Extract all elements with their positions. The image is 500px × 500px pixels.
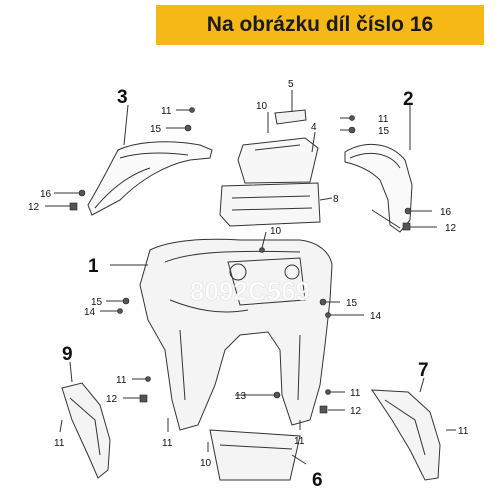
callout-11-lower-right: 12	[350, 406, 362, 417]
callout-6: 6	[312, 470, 323, 491]
part-9-left-lower-panel	[61, 382, 111, 479]
callout-2: 2	[403, 89, 414, 110]
clip-16-right	[404, 207, 412, 215]
clip-11-left	[69, 202, 78, 211]
nut-15-mid-right	[319, 298, 327, 306]
screw-14-mid-right	[325, 312, 331, 318]
screw-12-top-right	[349, 115, 355, 121]
clip-11-right	[402, 222, 411, 231]
screw-12-lower-left	[145, 376, 151, 382]
nut-15-top-right	[348, 126, 356, 134]
callout-11-right: 12	[445, 223, 457, 234]
part-7-right-lower-panel	[371, 389, 441, 481]
part-1-front-shield	[139, 238, 333, 431]
banner-title: Na obrázku díl číslo 16	[206, 13, 434, 36]
part-3-left-cover	[87, 141, 213, 216]
callout-12-lower-left: 11	[116, 375, 127, 386]
callout-8: 8	[333, 194, 339, 205]
callout-15-top-right: 15	[378, 126, 390, 137]
screw-10-center	[259, 247, 265, 253]
part-4-cover	[237, 137, 319, 184]
callout-15-top-left: 15	[150, 124, 162, 135]
nut-15-top-left	[184, 124, 192, 132]
callout-5: 5	[288, 79, 294, 90]
callout-1: 1	[88, 256, 99, 277]
watermark-text: 8092C569	[190, 276, 310, 306]
callout-4: 4	[311, 122, 317, 133]
callout-12-top-left: 11	[161, 106, 172, 117]
callout-12-panel-9: 11	[54, 438, 65, 449]
callout-11-left: 12	[28, 202, 40, 213]
callout-14-mid-left: 14	[84, 307, 96, 318]
screw-14-mid-left	[117, 308, 123, 314]
callout-10-bottom: 10	[200, 458, 212, 469]
callout-12-panel-7: 11	[458, 426, 469, 437]
clip-16-left	[78, 189, 86, 197]
callout-3: 3	[117, 87, 128, 108]
callout-12-top-right: 11	[378, 114, 389, 125]
screw-12-top-left	[189, 107, 195, 113]
callout-11-lower-left: 12	[106, 394, 118, 405]
part-5-lid	[274, 109, 307, 125]
bolt-13	[273, 391, 281, 399]
callout-15-mid-right: 15	[346, 298, 358, 309]
part-2-right-cover	[344, 143, 413, 233]
clip-11-lower-right	[319, 405, 328, 414]
callout-16-right: 16	[440, 207, 452, 218]
callout-16-left: 16	[40, 189, 52, 200]
title-banner: Na obrázku díl číslo 16	[156, 5, 484, 45]
callout-14-mid-right: 14	[370, 311, 382, 322]
screw-12-lower-right	[325, 389, 331, 395]
part-8-box	[219, 182, 321, 227]
callout-7: 7	[418, 360, 429, 381]
callout-12-shield-right: 11	[294, 436, 305, 447]
callout-9: 9	[62, 344, 73, 365]
callout-13: 13	[235, 391, 247, 402]
callout-10-center: 10	[270, 226, 282, 237]
callout-15-mid-left: 15	[91, 297, 103, 308]
clip-11-lower-left	[139, 394, 148, 403]
callout-12-shield-left: 11	[162, 438, 173, 449]
callout-10-top: 10	[256, 101, 268, 112]
callout-12-lower-right: 11	[350, 388, 361, 399]
nut-15-mid-left	[122, 297, 130, 305]
part-6-bottom-panel	[209, 429, 301, 481]
